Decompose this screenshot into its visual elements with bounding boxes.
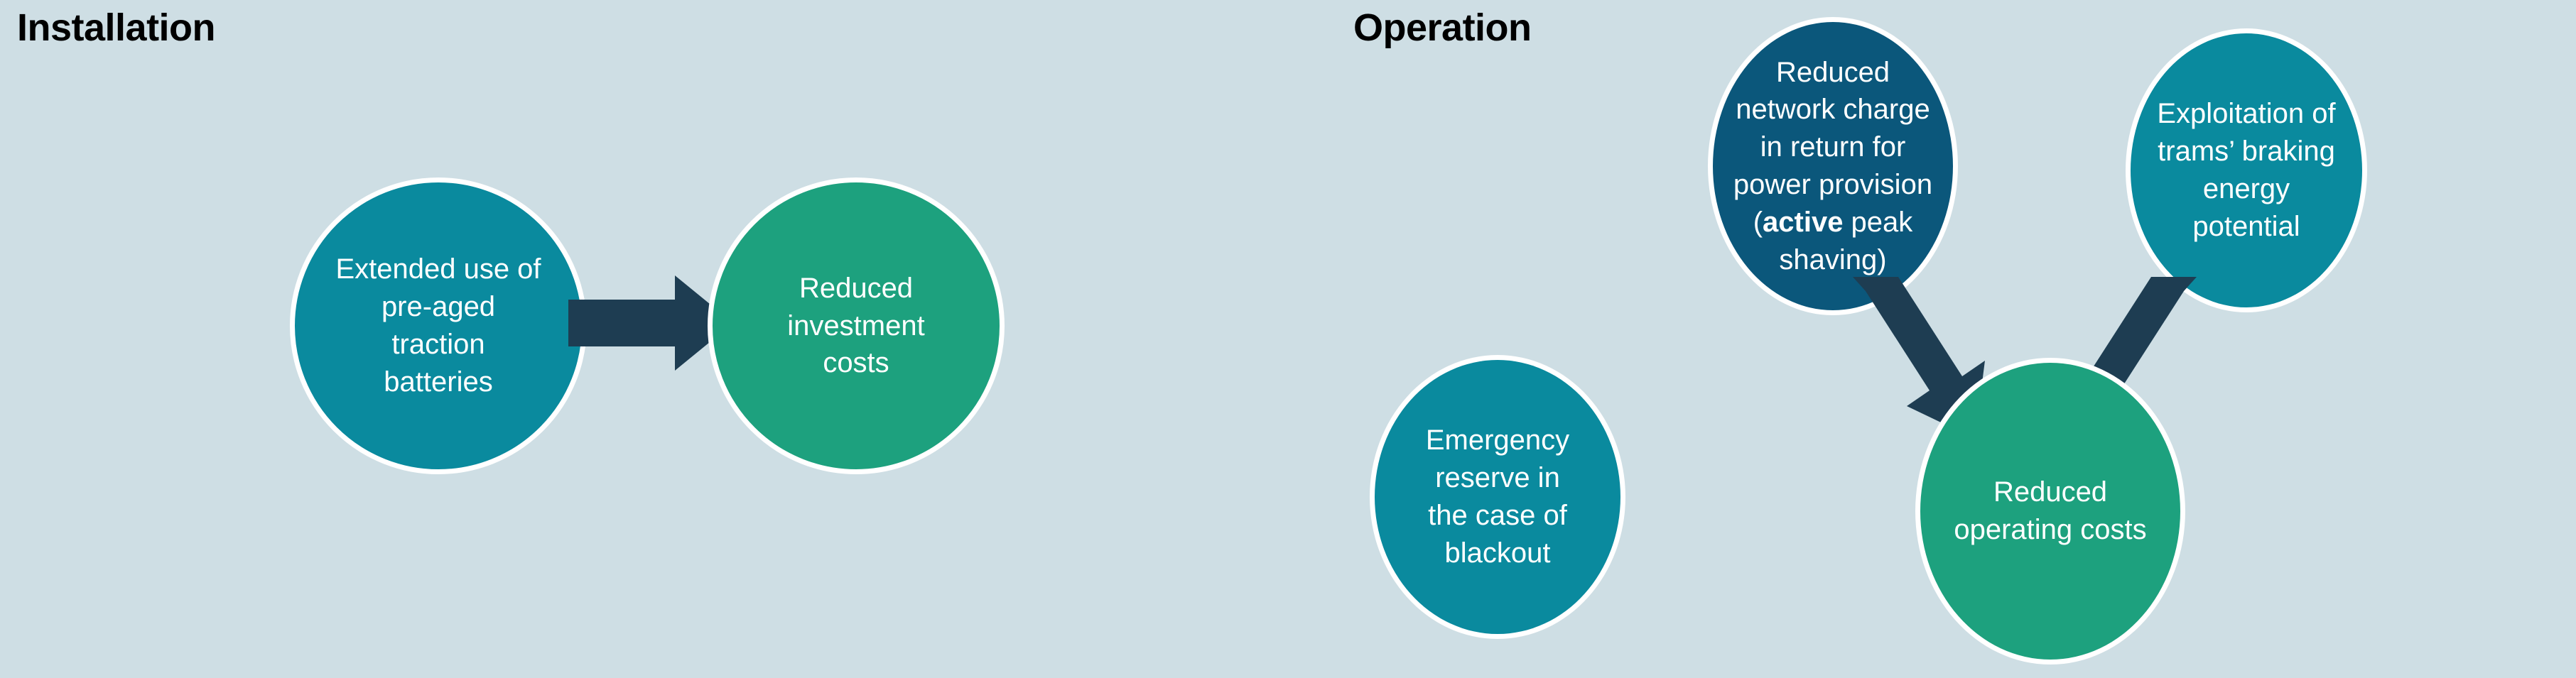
section-title-operation: Operation [1353, 6, 1532, 49]
section-title-installation: Installation [17, 6, 216, 49]
